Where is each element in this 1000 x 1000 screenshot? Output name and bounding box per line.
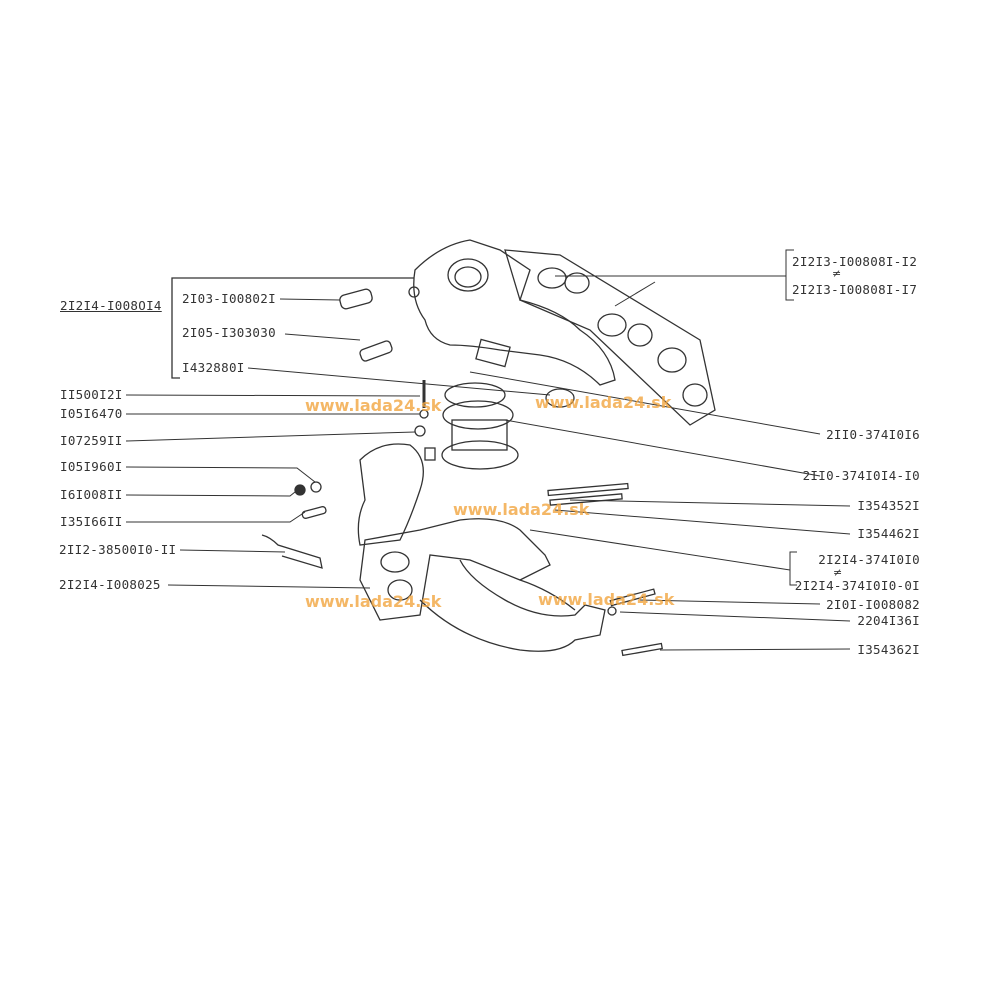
not-interchangeable-mark: ≠ (833, 566, 843, 579)
gasket-option-a: 2I2I3-I00808I-I2 (792, 254, 918, 269)
assembly-bracket (171, 277, 414, 379)
part-label: 2I0I-I008082 (826, 597, 920, 612)
part-label: I354352I (857, 498, 920, 513)
part-label: I35I66II (60, 514, 123, 529)
heater-option-a: 2I2I4-374I0I0 (818, 552, 920, 567)
leader-lines-right (469, 249, 851, 651)
part-label: 2I03-I00802I (182, 291, 276, 306)
plug-drawing (545, 388, 575, 408)
watermark: www.lada24.sk (453, 500, 590, 519)
gasket-option-b: 2I2I3-I00808I-I7 (792, 282, 918, 297)
watermark: www.lada24.sk (305, 396, 442, 415)
part-label: 2II0-374I0I6 (826, 427, 920, 442)
exhaust-manifold-drawing (357, 443, 606, 652)
heater-drawing (424, 382, 519, 470)
part-label: I354462I (857, 526, 920, 541)
intake-manifold-drawing (408, 239, 616, 386)
watermark: www.lada24.sk (538, 590, 675, 609)
part-label: 2204I36I (857, 613, 920, 628)
watermark: www.lada24.sk (535, 393, 672, 412)
small-parts-drawing (261, 288, 663, 657)
manifold-gasket-drawing (504, 249, 716, 426)
leader-lines-left (125, 298, 551, 589)
part-label: I432880I (182, 360, 245, 375)
part-label: I07259II (60, 433, 123, 448)
not-interchangeable-mark: ≠ (832, 267, 842, 280)
part-label: I354362I (857, 642, 920, 657)
part-label: 2I2I4-I008025 (59, 577, 161, 592)
watermark: www.lada24.sk (305, 592, 442, 611)
heater-option-b: 2I2I4-374I0I0-0I (794, 578, 920, 593)
part-label: I6I008II (60, 487, 123, 502)
part-label: I05I6470 (60, 406, 123, 421)
part-label: 2I05-I303030 (182, 325, 276, 340)
part-label: 2II0-374I0I4-I0 (802, 468, 920, 483)
part-label: 2II2-38500I0-II (59, 542, 177, 557)
assembly-part-number: 2I2I4-I008OI4 (60, 298, 162, 313)
part-label: II500I2I (60, 387, 123, 402)
part-label: I05I960I (60, 459, 123, 474)
